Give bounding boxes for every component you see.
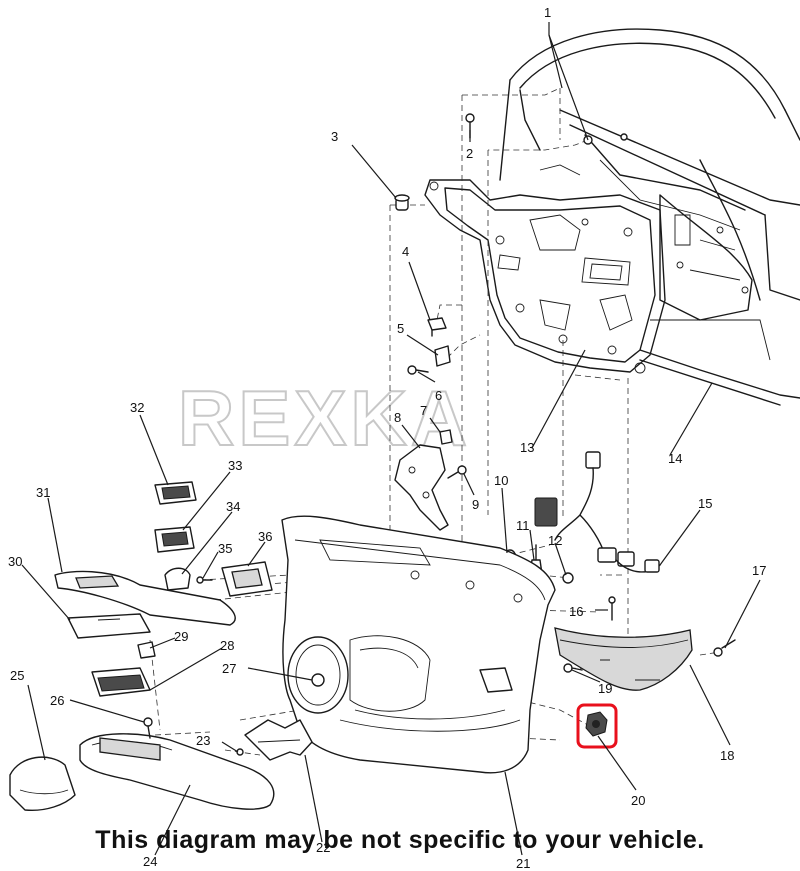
callout-32: 32: [130, 400, 144, 415]
callout-31: 31: [36, 485, 50, 500]
pull-strap-31: [54, 570, 236, 626]
callout-24: 24: [143, 854, 157, 869]
callout-8: 8: [394, 410, 401, 425]
screw-6: [407, 365, 429, 375]
callout-17: 17: [752, 563, 766, 578]
callout-22: 22: [316, 840, 330, 855]
callout-7: 7: [420, 403, 427, 418]
clip-4: [427, 317, 447, 337]
callout-14: 14: [668, 451, 682, 466]
callout-36: 36: [258, 529, 272, 544]
clip-5: [434, 345, 451, 367]
callout-35: 35: [218, 541, 232, 556]
callout-10: 10: [494, 473, 508, 488]
highlighted-nut-20: [576, 703, 618, 749]
wiring-harness: [534, 451, 661, 573]
cap-34: [164, 567, 191, 591]
callout-30: 30: [8, 554, 22, 569]
trim-panel-18: [554, 627, 693, 691]
door-trim-panel-21: [281, 515, 556, 774]
screw-35: [196, 576, 213, 584]
callout-19: 19: [598, 681, 612, 696]
screw-17: [713, 639, 736, 657]
door-frame: [499, 28, 800, 406]
callout-25: 25: [10, 668, 24, 683]
callout-6: 6: [435, 388, 442, 403]
callout-5: 5: [397, 321, 404, 336]
switch-28: [91, 667, 151, 697]
screw-9: [447, 465, 467, 479]
callout-33: 33: [228, 458, 242, 473]
callout-15: 15: [698, 496, 712, 511]
leader-lines: [21, 22, 761, 856]
callout-34: 34: [226, 499, 240, 514]
screw-19: [563, 663, 583, 673]
callout-18: 18: [720, 748, 734, 763]
callout-3: 3: [331, 129, 338, 144]
callout-26: 26: [50, 693, 64, 708]
callout-numbers: 1 2 3 4 5 6 7 8 9 10 11 12 13 14 15 16 1…: [8, 5, 766, 871]
callout-13: 13: [520, 440, 534, 455]
callout-20: 20: [631, 793, 645, 808]
callout-1: 1: [544, 5, 551, 20]
bracket-22: [244, 719, 313, 761]
clip-7: [439, 429, 453, 445]
callout-23: 23: [196, 733, 210, 748]
callout-9: 9: [472, 497, 479, 512]
screw-16: [608, 596, 616, 621]
switch-33: [154, 526, 195, 553]
armrest-24: [79, 733, 275, 810]
callout-21: 21: [516, 856, 530, 871]
callout-2: 2: [466, 146, 473, 161]
callout-27: 27: [222, 661, 236, 676]
cover-25: [9, 756, 76, 812]
callout-29: 29: [174, 629, 188, 644]
callout-16: 16: [569, 604, 583, 619]
door-module-panel: [424, 179, 666, 374]
callout-4: 4: [402, 244, 409, 259]
callout-11: 11: [516, 518, 530, 533]
disclaimer-text: This diagram may be not specific to your…: [95, 826, 705, 854]
fastener-12: [562, 572, 574, 584]
retainer-29: [137, 641, 156, 659]
switch-32: [154, 481, 197, 505]
bracket-8: [394, 444, 449, 531]
bezel-30: [67, 613, 151, 639]
retainer-3: [394, 194, 410, 211]
handle-36: [221, 561, 273, 597]
callout-12: 12: [548, 533, 562, 548]
callout-28: 28: [220, 638, 234, 653]
